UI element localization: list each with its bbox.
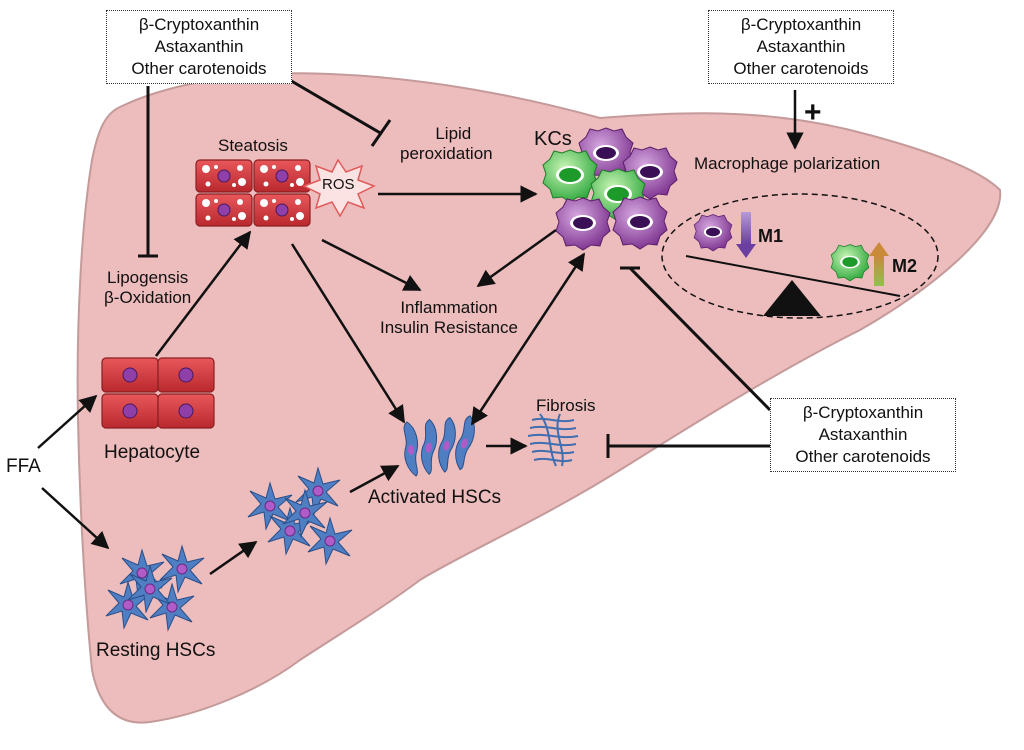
hepatocyte-label: Hepatocyte [104, 442, 201, 463]
lipogenesis-label: Lipogensis β-Oxidation [104, 268, 191, 307]
carotenoid-line-2: Astaxanthin [756, 37, 846, 56]
m1-down-arrow-shaft [741, 212, 751, 244]
carotenoid-line-1: β-Cryptoxanthin [138, 15, 260, 34]
polarization-ellipse [661, 193, 939, 319]
m1-label: M1 [758, 226, 784, 246]
macrophage-polarization-label: Macrophage polarization [694, 154, 881, 173]
lipid-peroxidation-label: Lipid peroxidation [400, 124, 493, 163]
carotenoid-line-2: Astaxanthin [154, 37, 244, 56]
ros-label: ROS [322, 176, 355, 193]
arrow-steatosis-activated-hscs [290, 243, 406, 424]
inflammation-label: Inflammation Insulin Resistance [380, 298, 518, 337]
m2-up-arrow-head [869, 242, 889, 256]
balance-beam [685, 255, 901, 297]
lipid-label-line2: peroxidation [400, 143, 493, 163]
ros-burst [302, 158, 376, 218]
arrow-kcs-activated-hscs [470, 252, 586, 426]
arrow-hepatocyte-steatosis [155, 230, 252, 357]
inflammation-line: Inflammation [400, 298, 498, 317]
carotenoid-line-2: Astaxanthin [818, 425, 908, 444]
carotenoid-box-bottom-right: β-Cryptoxanthin Astaxanthin Other carote… [770, 398, 956, 472]
beta-oxidation-line: β-Oxidation [104, 287, 192, 307]
activated-hscs-label: Activated HSCs [368, 487, 502, 508]
steatosis-label: Steatosis [218, 136, 288, 155]
ffa-label: FFA [6, 456, 41, 477]
balance-fulcrum [763, 280, 821, 316]
plus-sign: + [804, 96, 822, 129]
lipid-label-line1: Lipid [435, 124, 472, 143]
inhibit-lipid-peroxidation [275, 70, 383, 136]
carotenoid-line-3: Other carotenoids [131, 59, 267, 78]
lipogenesis-line: Lipogensis [106, 268, 189, 287]
m2-up-arrow-shaft [874, 256, 884, 286]
kcs-label: KCs [534, 128, 572, 150]
resting-hscs-label: Resting HSCs [96, 640, 216, 661]
arrow-resting-intermediate [209, 540, 258, 576]
insulin-resistance-line: Insulin Resistance [380, 317, 518, 337]
fibrosis-label: Fibrosis [536, 396, 596, 415]
m2-label: M2 [892, 256, 918, 276]
arrow-ffa-hepatocyte [37, 394, 98, 449]
arrow-intermediate-activated [349, 464, 400, 494]
carotenoid-box-top-right: β-Cryptoxanthin Astaxanthin Other carote… [708, 10, 894, 84]
carotenoid-line-3: Other carotenoids [733, 59, 869, 78]
carotenoid-line-1: β-Cryptoxanthin [802, 403, 924, 422]
arrow-ffa-resting-hscs [41, 487, 110, 550]
carotenoid-line-1: β-Cryptoxanthin [740, 15, 862, 34]
carotenoid-box-left: β-Cryptoxanthin Astaxanthin Other carote… [106, 10, 292, 84]
inhibit-kcs [628, 266, 772, 412]
arrow-steatosis-inflammation [321, 238, 422, 292]
carotenoid-line-3: Other carotenoids [795, 447, 931, 466]
m1-down-arrow-head [736, 244, 756, 258]
